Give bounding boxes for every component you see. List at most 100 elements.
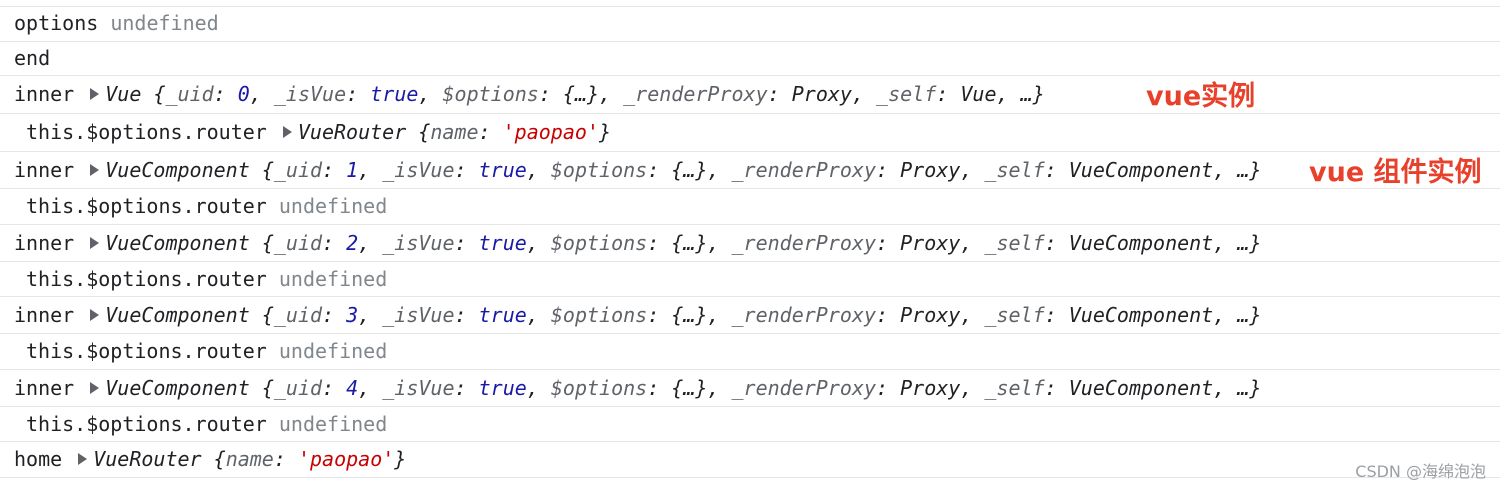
expand-object-toggle[interactable] (86, 158, 105, 182)
more-ellipsis: … (1020, 82, 1033, 106)
field-key: $options (550, 158, 648, 182)
undefined-value: undefined (278, 412, 388, 436)
field-key: _renderProxy (731, 303, 877, 327)
field-value: VueComponent (1068, 158, 1214, 182)
field-key: _uid (273, 158, 323, 182)
field-value: 1 (346, 158, 359, 182)
object-type[interactable]: VueComponent (105, 158, 250, 182)
expand-object-toggle[interactable] (279, 120, 298, 144)
log-row: this.$options.router VueRouter {name: 'p… (0, 114, 1500, 152)
object-type[interactable]: VueComponent (105, 231, 250, 255)
log-line: inner VueComponent {_uid: 2, _isVue: tru… (14, 231, 1262, 255)
more-ellipsis: … (1237, 158, 1250, 182)
field-key: _renderProxy (731, 231, 877, 255)
log-line: this.$options.router undefined (26, 189, 387, 224)
object-type[interactable]: VueComponent (105, 376, 250, 400)
log-line: inner VueComponent {_uid: 4, _isVue: tru… (14, 376, 1262, 400)
field-value: {…} (671, 158, 708, 182)
log-row: inner VueComponent {_uid: 4, _isVue: tru… (0, 370, 1500, 407)
log-label: inner (14, 376, 75, 400)
expand-object-toggle[interactable] (86, 231, 105, 255)
field-value: Proxy (900, 158, 961, 182)
log-label: inner (14, 82, 75, 106)
log-label: this.$options.router (26, 339, 267, 363)
field-key: _isVue (382, 158, 455, 182)
expand-object-toggle[interactable] (86, 82, 105, 106)
disclosure-triangle-icon (90, 164, 100, 176)
field-key: $options (442, 82, 539, 106)
log-line: this.$options.router undefined (26, 262, 387, 296)
field-key: $options (550, 376, 648, 400)
log-row: this.$options.router undefined (0, 407, 1500, 442)
field-value: Proxy (791, 82, 852, 106)
log-label: inner (14, 158, 75, 182)
log-label: inner (14, 231, 75, 255)
more-ellipsis: … (1237, 376, 1250, 400)
field-value: 2 (346, 231, 359, 255)
field-value: true (478, 231, 527, 255)
field-value: VueComponent (1068, 231, 1214, 255)
log-line: this.$options.router VueRouter {name: 'p… (26, 120, 611, 144)
annotation-vue-instance: vue实例 (1146, 81, 1256, 112)
field-key: _self (984, 158, 1045, 182)
log-label: home (14, 447, 63, 471)
log-row: inner VueComponent {_uid: 2, _isVue: tru… (0, 225, 1500, 262)
field-key: name (430, 120, 479, 144)
field-key: _self (876, 82, 937, 106)
object-type[interactable]: VueRouter (93, 447, 202, 471)
undefined-value: undefined (110, 11, 219, 35)
field-key: _isVue (382, 376, 455, 400)
field-key: _isVue (382, 231, 455, 255)
disclosure-triangle-icon (90, 382, 100, 394)
field-key: $options (550, 231, 648, 255)
log-row: this.$options.router undefined (0, 334, 1500, 370)
field-value: Proxy (900, 231, 961, 255)
field-value: 0 (237, 82, 250, 106)
field-value: VueComponent (1068, 376, 1214, 400)
log-line: inner VueComponent {_uid: 1, _isVue: tru… (14, 158, 1262, 182)
log-row: this.$options.router undefined (0, 262, 1500, 297)
log-line: this.$options.router undefined (26, 407, 387, 441)
field-key: _uid (273, 303, 323, 327)
log-label: this.$options.router (26, 194, 267, 218)
expand-object-toggle[interactable] (74, 447, 93, 471)
field-value: {…} (671, 376, 708, 400)
field-key: name (225, 447, 274, 471)
expand-object-toggle[interactable] (86, 376, 105, 400)
field-key: _self (984, 376, 1045, 400)
log-row: inner Vue {_uid: 0, _isVue: true, $optio… (0, 76, 1500, 114)
field-value: Proxy (900, 303, 961, 327)
object-type[interactable]: Vue (105, 82, 142, 106)
field-key: _uid (273, 231, 323, 255)
watermark: CSDN @海绵泡泡 (1355, 462, 1486, 481)
field-value: 4 (346, 376, 359, 400)
object-type[interactable]: VueComponent (105, 303, 250, 327)
more-ellipsis: … (1237, 303, 1250, 327)
field-key: _uid (273, 376, 323, 400)
field-value: true (478, 303, 527, 327)
log-line: inner VueComponent {_uid: 3, _isVue: tru… (14, 303, 1262, 327)
field-value: VueComponent (1068, 303, 1214, 327)
expand-object-toggle[interactable] (86, 303, 105, 327)
field-key: _isVue (273, 82, 347, 106)
disclosure-triangle-icon (90, 309, 100, 321)
field-key: _self (984, 303, 1045, 327)
log-label: this.$options.router (26, 267, 267, 291)
field-value: 'paopao' (502, 120, 599, 144)
log-line: end (14, 42, 50, 75)
log-label: options (14, 11, 99, 35)
log-label: end (14, 46, 51, 70)
field-value: Proxy (900, 376, 961, 400)
field-key: _renderProxy (731, 376, 877, 400)
object-type[interactable]: VueRouter (297, 120, 407, 144)
log-row: home VueRouter {name: 'paopao'} (0, 442, 1500, 478)
field-key: _isVue (382, 303, 455, 327)
disclosure-triangle-icon (90, 88, 100, 100)
field-value: 3 (346, 303, 359, 327)
disclosure-triangle-icon (90, 237, 100, 249)
log-label: inner (14, 303, 75, 327)
log-row: end (0, 42, 1500, 76)
log-line: options undefined (14, 7, 219, 40)
field-value: 'paopao' (297, 447, 395, 471)
field-value: true (478, 376, 527, 400)
